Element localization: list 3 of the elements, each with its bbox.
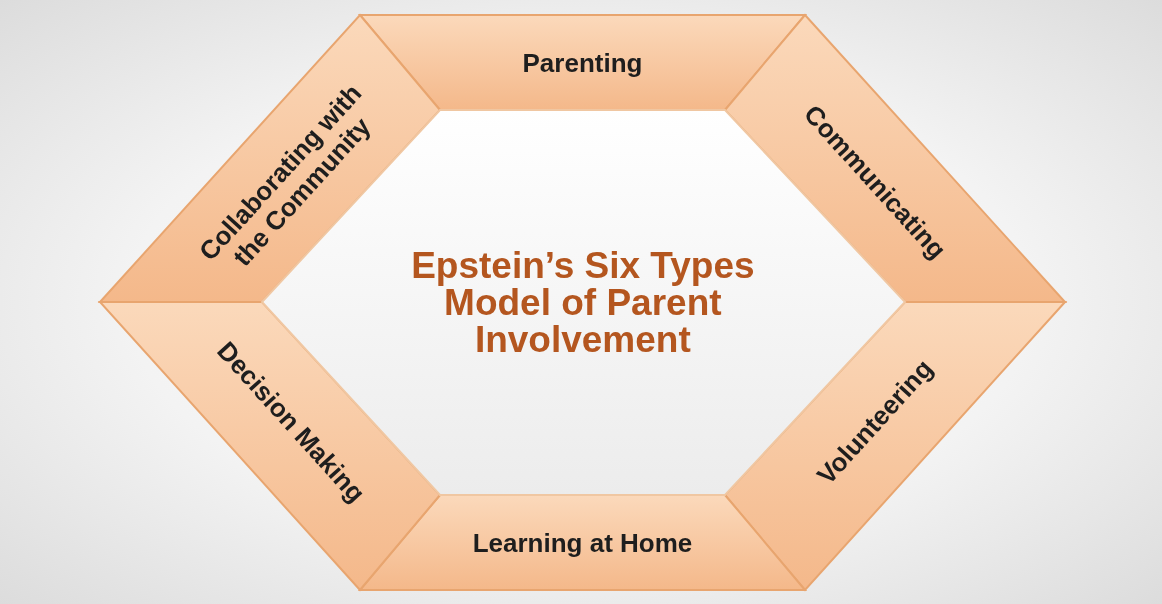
center-title: Epstein’s Six Types Model of Parent Involvement <box>410 246 756 358</box>
segment-label: Learning at Home <box>471 528 694 557</box>
segment-label: Parenting <box>521 48 644 77</box>
